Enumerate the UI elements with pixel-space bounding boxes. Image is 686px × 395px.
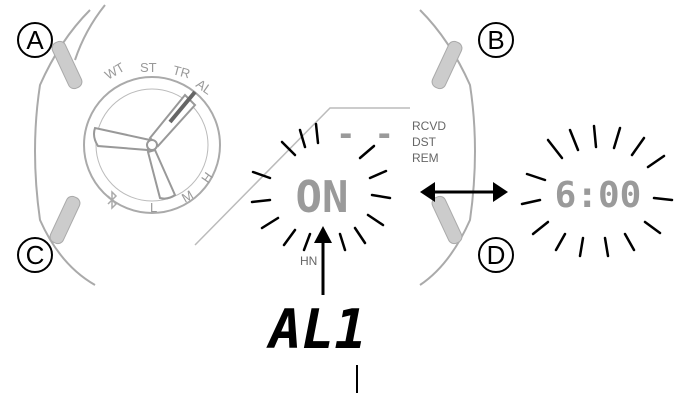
mode-label-wt: WT xyxy=(102,59,127,82)
arrow-up xyxy=(314,226,332,295)
mode-label-tr: TR xyxy=(171,62,192,81)
button-a-label: A xyxy=(26,25,44,55)
mode-label-al: AL xyxy=(193,76,215,97)
level-label-h: H xyxy=(198,169,216,185)
display-main-value: ON xyxy=(296,172,349,223)
side-buttons xyxy=(49,40,463,245)
button-b[interactable]: B xyxy=(478,22,514,58)
button-d[interactable]: D xyxy=(478,237,514,273)
display-top-value: - - xyxy=(336,115,394,153)
indicator-dst: DST xyxy=(412,135,437,149)
level-label-l: L xyxy=(150,200,157,215)
level-label-m: M xyxy=(179,187,196,205)
button-a[interactable]: A xyxy=(17,22,53,58)
mode-caption: AL1 xyxy=(266,298,367,361)
mode-dial: WT ST TR AL L M H xyxy=(83,59,221,215)
toggle-arrow xyxy=(420,182,508,202)
button-c-label: C xyxy=(26,240,45,270)
dial-hand-tip xyxy=(168,90,197,124)
button-c[interactable]: C xyxy=(17,237,53,273)
indicator-rcvd: RCVD xyxy=(412,119,446,133)
indicator-rem: REM xyxy=(412,151,439,165)
button-b-label: B xyxy=(487,25,504,55)
display-frame xyxy=(194,107,410,246)
flash-rays-alt xyxy=(520,124,674,258)
mode-label-st: ST xyxy=(140,60,157,75)
indicator-hn: HN xyxy=(300,254,317,268)
display-alt-value: 6:00 xyxy=(555,175,642,216)
button-d-label: D xyxy=(487,240,506,270)
bluetooth-icon xyxy=(107,190,118,210)
flash-rays-main xyxy=(250,122,392,252)
